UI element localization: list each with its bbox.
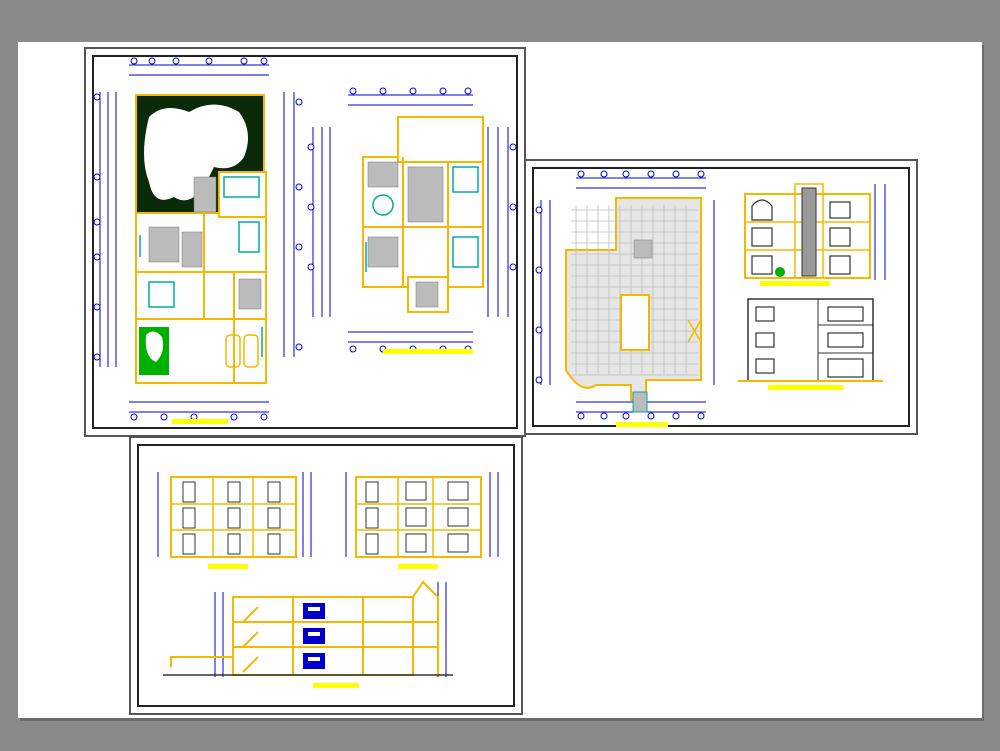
panel-floor-plans-border (92, 55, 518, 429)
section-a (157, 472, 312, 569)
title-bar-longitudinal-section (313, 683, 359, 688)
title-bar-upper-floor (383, 349, 473, 354)
panel-sections-border (137, 444, 515, 707)
longitudinal-section (163, 580, 453, 688)
roof-plan (535, 170, 715, 427)
title-bar-front-elevation (760, 281, 830, 286)
title-bar-ground-floor (172, 419, 228, 424)
title-bar-side-elevation (768, 385, 843, 390)
title-bar-section-a (208, 564, 248, 569)
panel-roof-border (532, 167, 910, 427)
title-bar-roof-plan (616, 422, 668, 427)
ground-floor-plan (93, 57, 303, 424)
section-b (345, 472, 499, 569)
title-bar-section-b (398, 564, 438, 569)
upper-floor-plan (307, 87, 517, 354)
drawing-sheet (18, 42, 982, 718)
side-elevation (738, 298, 883, 390)
front-elevation (744, 183, 886, 286)
